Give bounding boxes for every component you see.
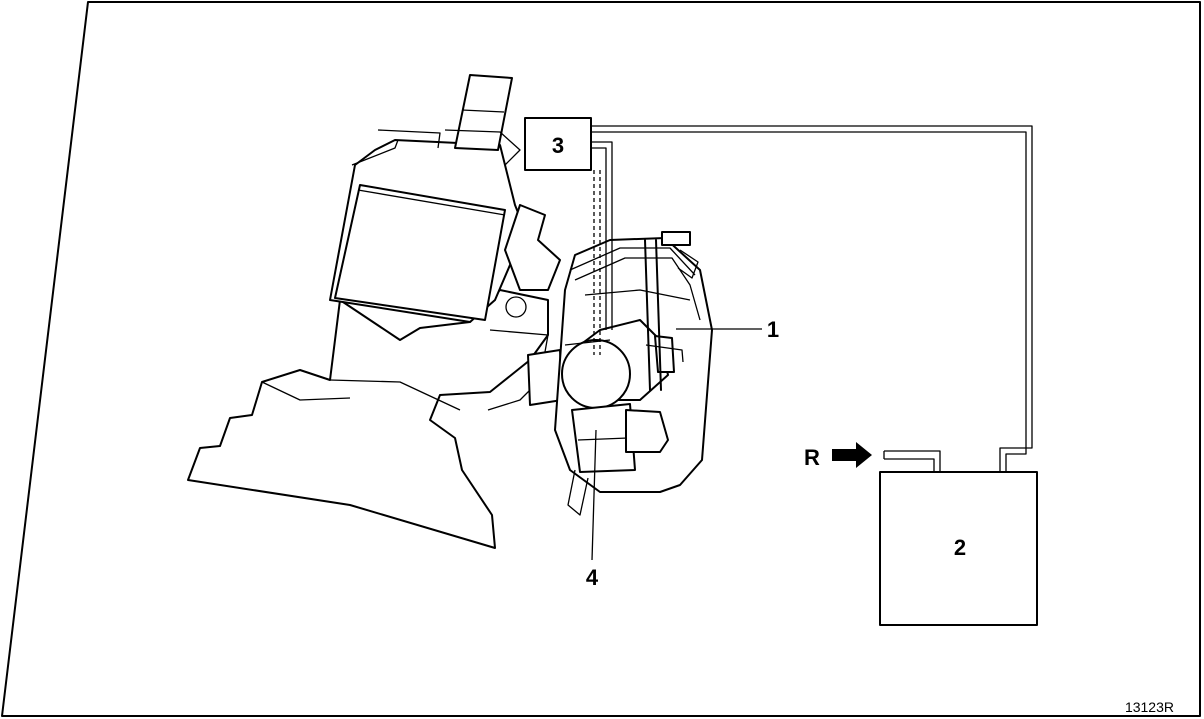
intake-pipe	[444, 74, 521, 166]
reference-code: 13123R	[1125, 699, 1174, 715]
canister-box	[879, 471, 1038, 626]
air-inlet-pipe	[883, 450, 941, 472]
label-solenoid-valve: 3	[552, 133, 564, 158]
label-throttle-body: 4	[586, 565, 599, 590]
label-throttle-valve: 1	[767, 317, 779, 342]
purge-pipe	[591, 125, 1033, 472]
solenoid-valve-box	[524, 117, 592, 171]
leader-line-throttle-body	[591, 429, 597, 561]
label-canister: 2	[954, 535, 966, 560]
engine-block	[187, 289, 549, 549]
throttle-linkage	[644, 231, 699, 391]
arrow-icon	[832, 442, 872, 468]
cylinder-head	[329, 129, 526, 323]
throttle-body-housing	[554, 237, 713, 516]
label-air-inlet: R	[804, 445, 820, 470]
